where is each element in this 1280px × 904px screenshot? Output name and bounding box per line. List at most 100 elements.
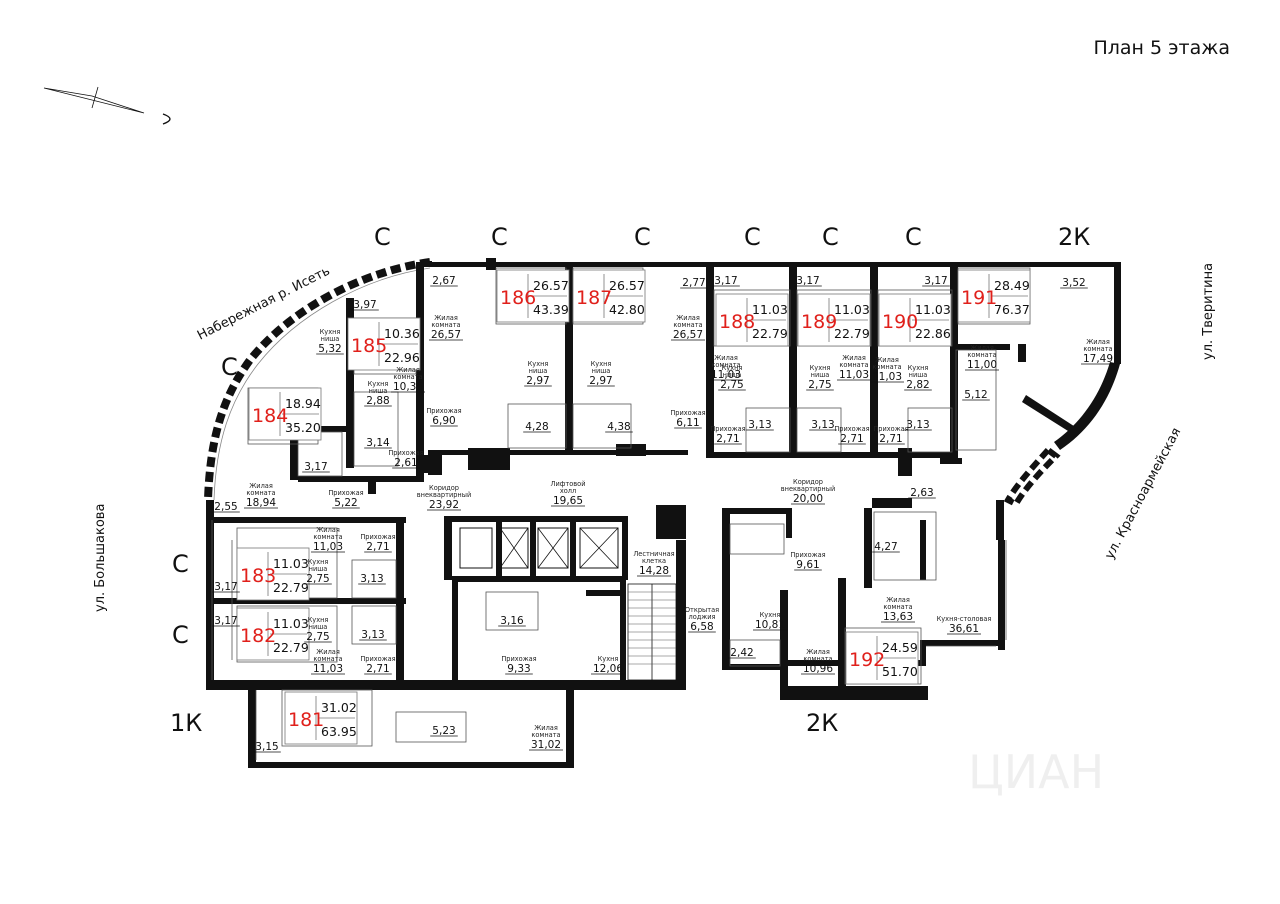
room-label: 3,13 [359, 629, 387, 641]
room-area: 36,61 [949, 623, 979, 635]
room-area: 2,67 [432, 275, 455, 287]
type-marker: С [634, 223, 651, 251]
room-label: 3,97 [351, 299, 379, 311]
type-marker: С [221, 353, 238, 381]
apartment-total-area: 22.79 [834, 326, 870, 341]
type-marker: С [744, 223, 761, 251]
room-area: 2,77 [682, 277, 705, 289]
apartment-number: 187 [576, 287, 612, 309]
room-name: Кухня [760, 611, 781, 619]
room-area: 17,49 [1083, 353, 1113, 365]
room-area: 2,71 [879, 433, 902, 445]
apartment-living-area: 11.03 [834, 302, 870, 317]
type-marker: С [172, 550, 189, 578]
apartment-number: 190 [882, 311, 918, 333]
apartment-living-area: 11.03 [273, 556, 309, 571]
apartment-living-area: 26.57 [609, 278, 645, 293]
apartment-living-area: 11.03 [752, 302, 788, 317]
room-name: Прихожая [328, 489, 363, 497]
room-area: 5,32 [318, 343, 341, 355]
room-label: 3,17 [794, 275, 822, 287]
type-marker: С [822, 223, 839, 251]
room-area: 14,28 [639, 565, 669, 577]
plan-title: План 5 этажа [1093, 37, 1230, 59]
room-area: 2,71 [366, 541, 389, 553]
apartment-total-area: 35.20 [285, 420, 321, 435]
room-area: 12,06 [593, 663, 623, 675]
room-area: 3,16 [500, 615, 524, 627]
room-area: 31,02 [531, 739, 561, 751]
apartment-number: 182 [240, 625, 276, 647]
apartment-total-area: 22.86 [915, 326, 951, 341]
apartment-number: 185 [351, 335, 387, 357]
room-area: 9,33 [507, 663, 530, 675]
room-name: Прихожая [501, 655, 536, 663]
watermark: ЦИАН [968, 745, 1104, 799]
room-area: 11,03 [872, 371, 902, 383]
apartment-total-area: 42.80 [609, 302, 645, 317]
room-area: 3,17 [796, 275, 819, 287]
type-marker: 1К [170, 709, 202, 737]
apartment-number: 188 [719, 311, 755, 333]
room-area: 26,57 [431, 329, 461, 341]
room-name: Прихожая [360, 533, 395, 541]
apartment-living-area: 24.59 [882, 640, 918, 655]
room-area: 11,03 [313, 541, 343, 553]
type-marker: С [905, 223, 922, 251]
apartment-total-area: 76.37 [994, 302, 1030, 317]
room-label: 5,23 [430, 725, 458, 737]
room-area: 3,15 [255, 741, 278, 753]
room-area: 3,17 [924, 275, 947, 287]
apartment-total-area: 43.39 [533, 302, 569, 317]
room-area: 2,42 [730, 647, 753, 659]
room-area: 5,12 [964, 389, 987, 401]
room-area: 2,71 [366, 663, 389, 675]
apartment-number: 184 [252, 405, 288, 427]
room-area: 3,13 [361, 629, 384, 641]
room-area: 3,17 [214, 615, 237, 627]
room-name: Прихожая [834, 425, 869, 433]
room-area: 20,00 [793, 493, 823, 505]
room-area: 4,27 [874, 541, 897, 553]
room-label: 3,15 [253, 741, 281, 753]
room-label: 2,77 [680, 277, 708, 289]
apartment-living-area: 18.94 [285, 396, 321, 411]
room-area: 11,03 [313, 663, 343, 675]
room-area: 2,71 [716, 433, 739, 445]
room-label: 3,13 [809, 419, 837, 431]
type-marker: С [491, 223, 508, 251]
room-name: Прихожая [360, 655, 395, 663]
room-area: 2,71 [840, 433, 863, 445]
